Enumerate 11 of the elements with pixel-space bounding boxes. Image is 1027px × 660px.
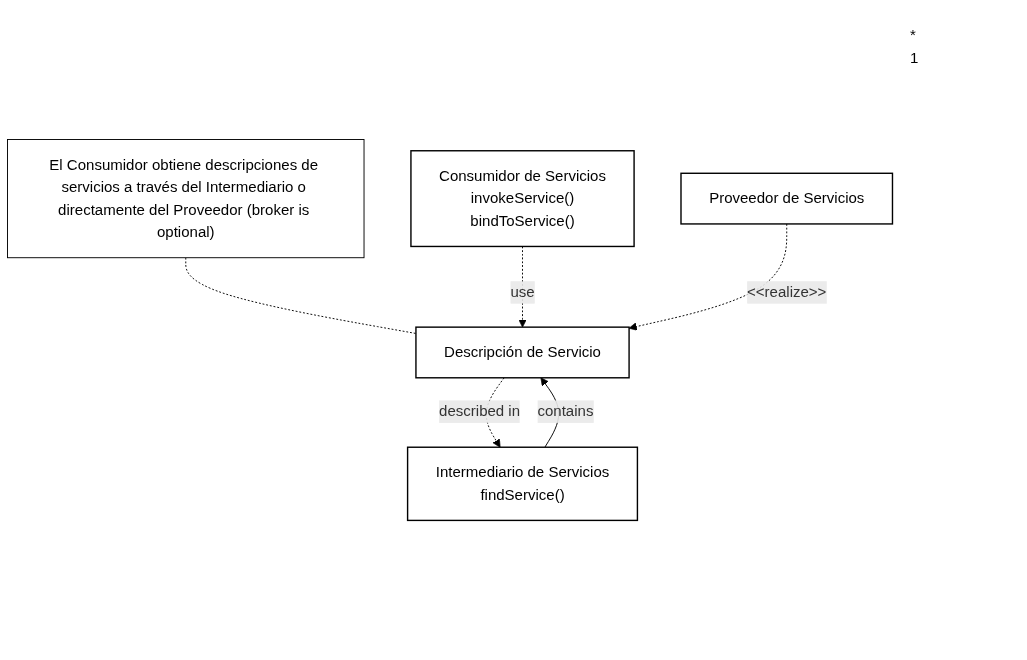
edge-label: described in — [439, 403, 521, 420]
multiplicity-label: 1 — [910, 49, 920, 66]
node-box: El Consumidor obtiene descripciones de servicios a través del Intermediario o directamente del Proveedor (broker is optional) — [7, 139, 365, 259]
edge-label: use — [510, 284, 535, 300]
node-box: Consumidor de Servicios invokeService() bindToService() — [410, 150, 635, 248]
edge-label: contains — [537, 403, 594, 420]
node-box: Proveedor de Servicios — [680, 172, 894, 225]
edge-label: <<realize>> — [747, 284, 827, 300]
node-box: Intermediario de Servicios findService() — [406, 446, 639, 522]
node-box: Descripción de Servicio — [415, 326, 630, 379]
multiplicity-label: * — [910, 26, 917, 43]
